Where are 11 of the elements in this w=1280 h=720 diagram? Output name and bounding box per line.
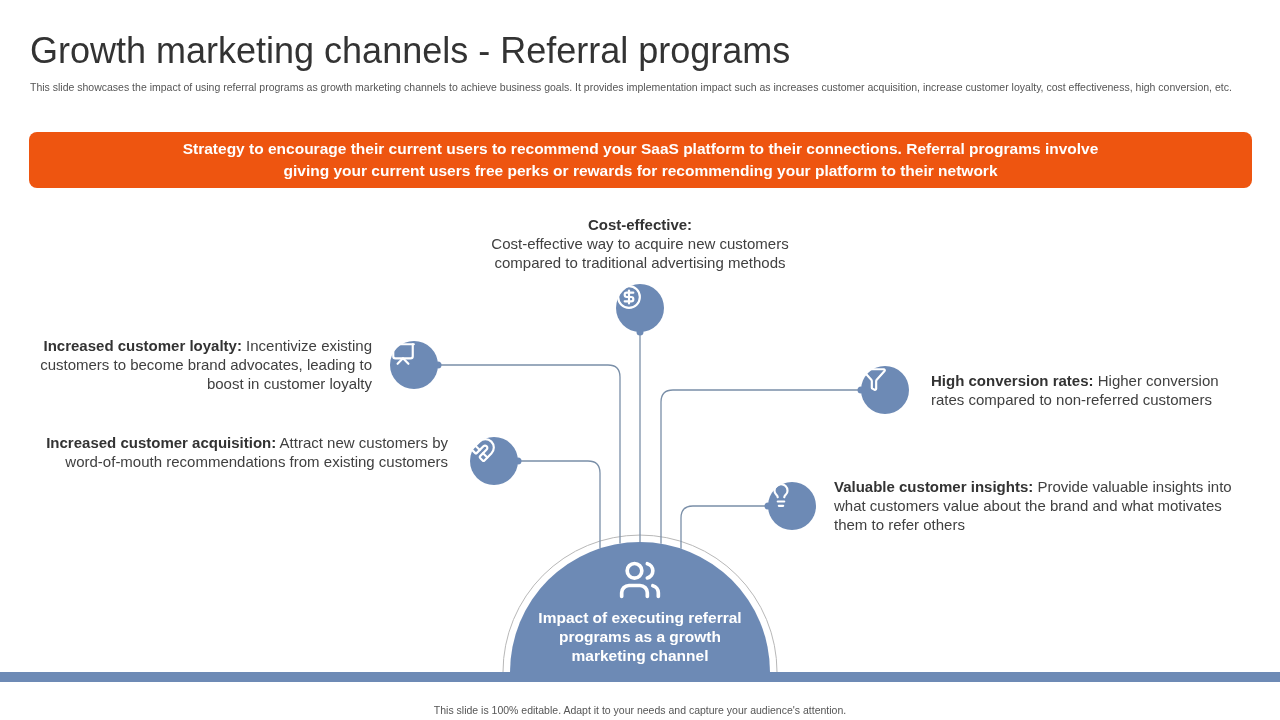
benefit-text: High conversion rates: Higher conversion rates compared to non-referred customers (931, 371, 1220, 409)
benefit-text: Valuable customer insights: Provide valuable insights into what customers value about the brand and what motivates them to refer others (834, 477, 1233, 534)
footer-note: This slide is 100% editable. Adapt it to your needs and capture your audience's attention. (432, 703, 848, 718)
hub-text: Impact of executing referral programs as a growth marketing channel (537, 608, 743, 665)
strategy-banner: Strategy to encourage their current users to recommend your SaaS platform to their connections. Referral programs involve giving your current users free perks or rewards for recommending your platform to their network (29, 132, 1252, 188)
benefit-text: Increased customer acquisition: Attract new customers by word-of-mouth recommendations from existing customers (45, 433, 448, 471)
description-text: This slide showcases the impact of using referral programs as growth marketing channels to achieve business goals. It provides implementation impact such as increases customer acquisition, increase customer loyalty, cost effectiveness, high conversion, etc. (30, 80, 1233, 94)
slide-title: Growth marketing channels - Referral programs (30, 29, 791, 73)
benefit-text: Cost-effective way to acquire new customers compared to traditional advertising methods (490, 234, 790, 272)
benefit-text: Increased customer loyalty: Incentivize existing customers to become brand advocates, leading to boost in customer loyalty (39, 336, 372, 393)
benefit-heading: Cost-effective: (586, 215, 694, 234)
